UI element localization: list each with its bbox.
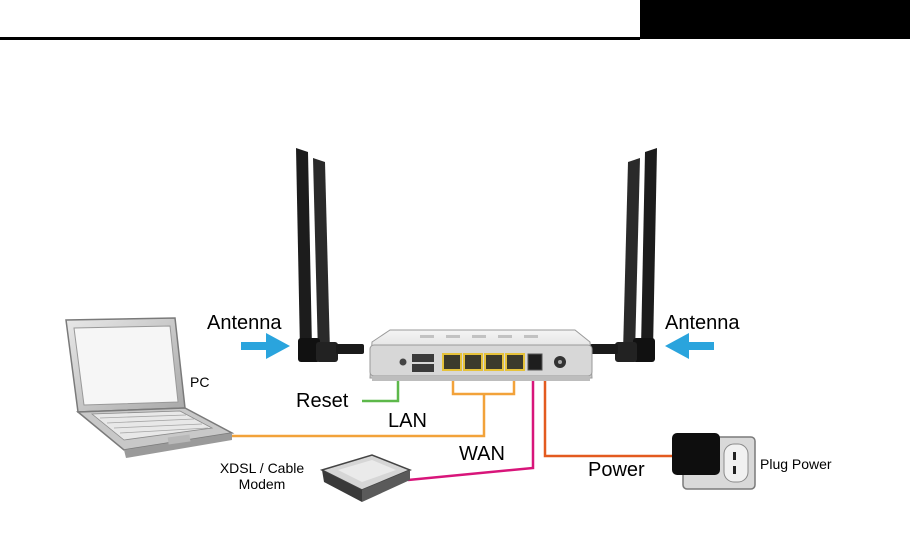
modem [322,455,410,502]
antenna-left-label: Antenna [207,312,282,335]
power-plug [672,433,720,475]
left-antennas [296,148,364,362]
lan-label: LAN [388,410,427,433]
power-label: Power [588,459,645,482]
modem-label: XDSL / Cable Modem [207,460,317,492]
lan-line [225,394,484,436]
antenna-arrow-right [665,333,714,359]
router [370,330,592,381]
plug-power-label: Plug Power [760,456,832,472]
modem-label-line1: XDSL / Cable [207,460,317,476]
reset-line [362,378,398,401]
modem-label-line2: Modem [207,476,317,492]
pc-label: PC [190,374,209,390]
antenna-arrow-left [241,333,290,359]
reset-label: Reset [296,390,348,413]
wan-label: WAN [459,443,505,466]
antenna-right-label: Antenna [665,312,740,335]
right-antennas [590,148,657,362]
power-line [545,375,672,456]
